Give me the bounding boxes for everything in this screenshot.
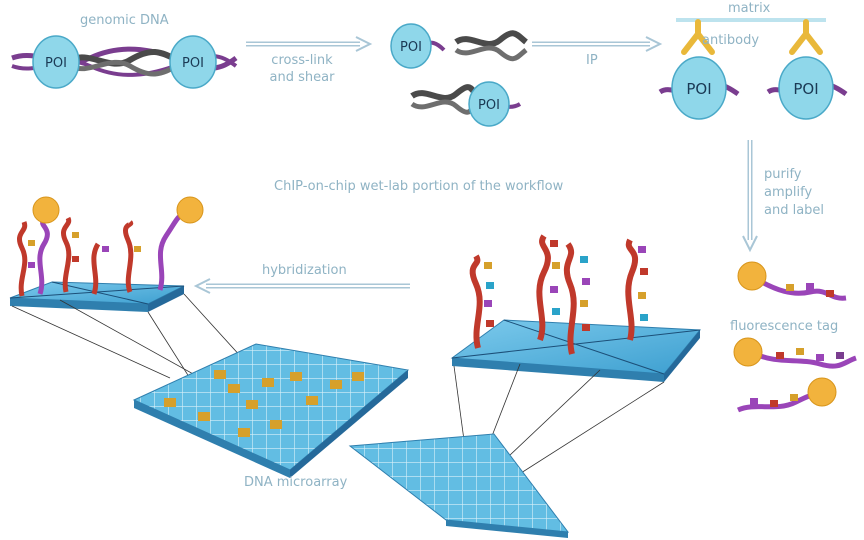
fluor-bead-3	[807, 377, 837, 407]
protein-label-3: POI	[400, 40, 422, 55]
arrow-ip	[532, 36, 663, 52]
protein-label-1: POI	[45, 56, 67, 71]
protein-poi-5	[671, 56, 727, 120]
antibody-1	[681, 19, 715, 55]
label-ip: IP	[586, 53, 598, 68]
label-hybridization: hybridization	[262, 263, 347, 278]
arrow-purify	[742, 140, 758, 253]
probe-chip-zoom	[450, 234, 702, 382]
label-dna-microarray: DNA microarray	[244, 475, 348, 490]
genomic-dna-group	[11, 35, 238, 89]
dna-microarray-small	[348, 433, 570, 538]
immunoprecipitation-group	[658, 18, 848, 120]
protein-poi-6	[778, 56, 834, 120]
protein-label-4: POI	[478, 98, 500, 113]
label-crosslink: cross-link and shear	[262, 52, 342, 86]
label-purify: purify	[764, 167, 802, 182]
protein-poi-4	[468, 81, 510, 127]
label-workflow-title: ChIP-on-chip wet-lab portion of the work…	[274, 179, 564, 194]
protein-poi-2	[169, 35, 217, 89]
protein-label-5: POI	[686, 80, 711, 98]
protein-label-6: POI	[793, 80, 818, 98]
arrow-hybridization	[193, 278, 410, 294]
antibody-2	[789, 19, 823, 55]
fluorescent-fragments	[733, 261, 857, 413]
label-crosslink-line1: cross-link	[271, 53, 333, 68]
label-fluorescence-tag: fluorescence tag	[730, 319, 839, 334]
dna-microarray-large	[132, 343, 410, 478]
sheared-fragments	[390, 23, 528, 127]
label-antibody: antibody	[702, 33, 760, 48]
label-matrix: matrix	[728, 1, 771, 16]
protein-label-2: POI	[182, 56, 204, 71]
label-amplify: amplify	[764, 185, 813, 200]
label-crosslink-line2: and shear	[269, 70, 335, 85]
fluor-bead-chip-1	[32, 196, 60, 224]
fluor-bead-2	[733, 337, 763, 367]
protein-poi-3	[390, 23, 432, 69]
label-genomic-dna: genomic DNA	[80, 13, 169, 28]
fluor-bead-1	[737, 261, 767, 291]
arrow-crosslink	[246, 36, 373, 52]
matrix-bar	[676, 18, 826, 22]
fluor-bead-chip-2	[176, 196, 204, 224]
hybridized-chip-zoom	[9, 196, 204, 312]
protein-poi-1	[32, 35, 80, 89]
label-and-label: and label	[764, 203, 825, 218]
